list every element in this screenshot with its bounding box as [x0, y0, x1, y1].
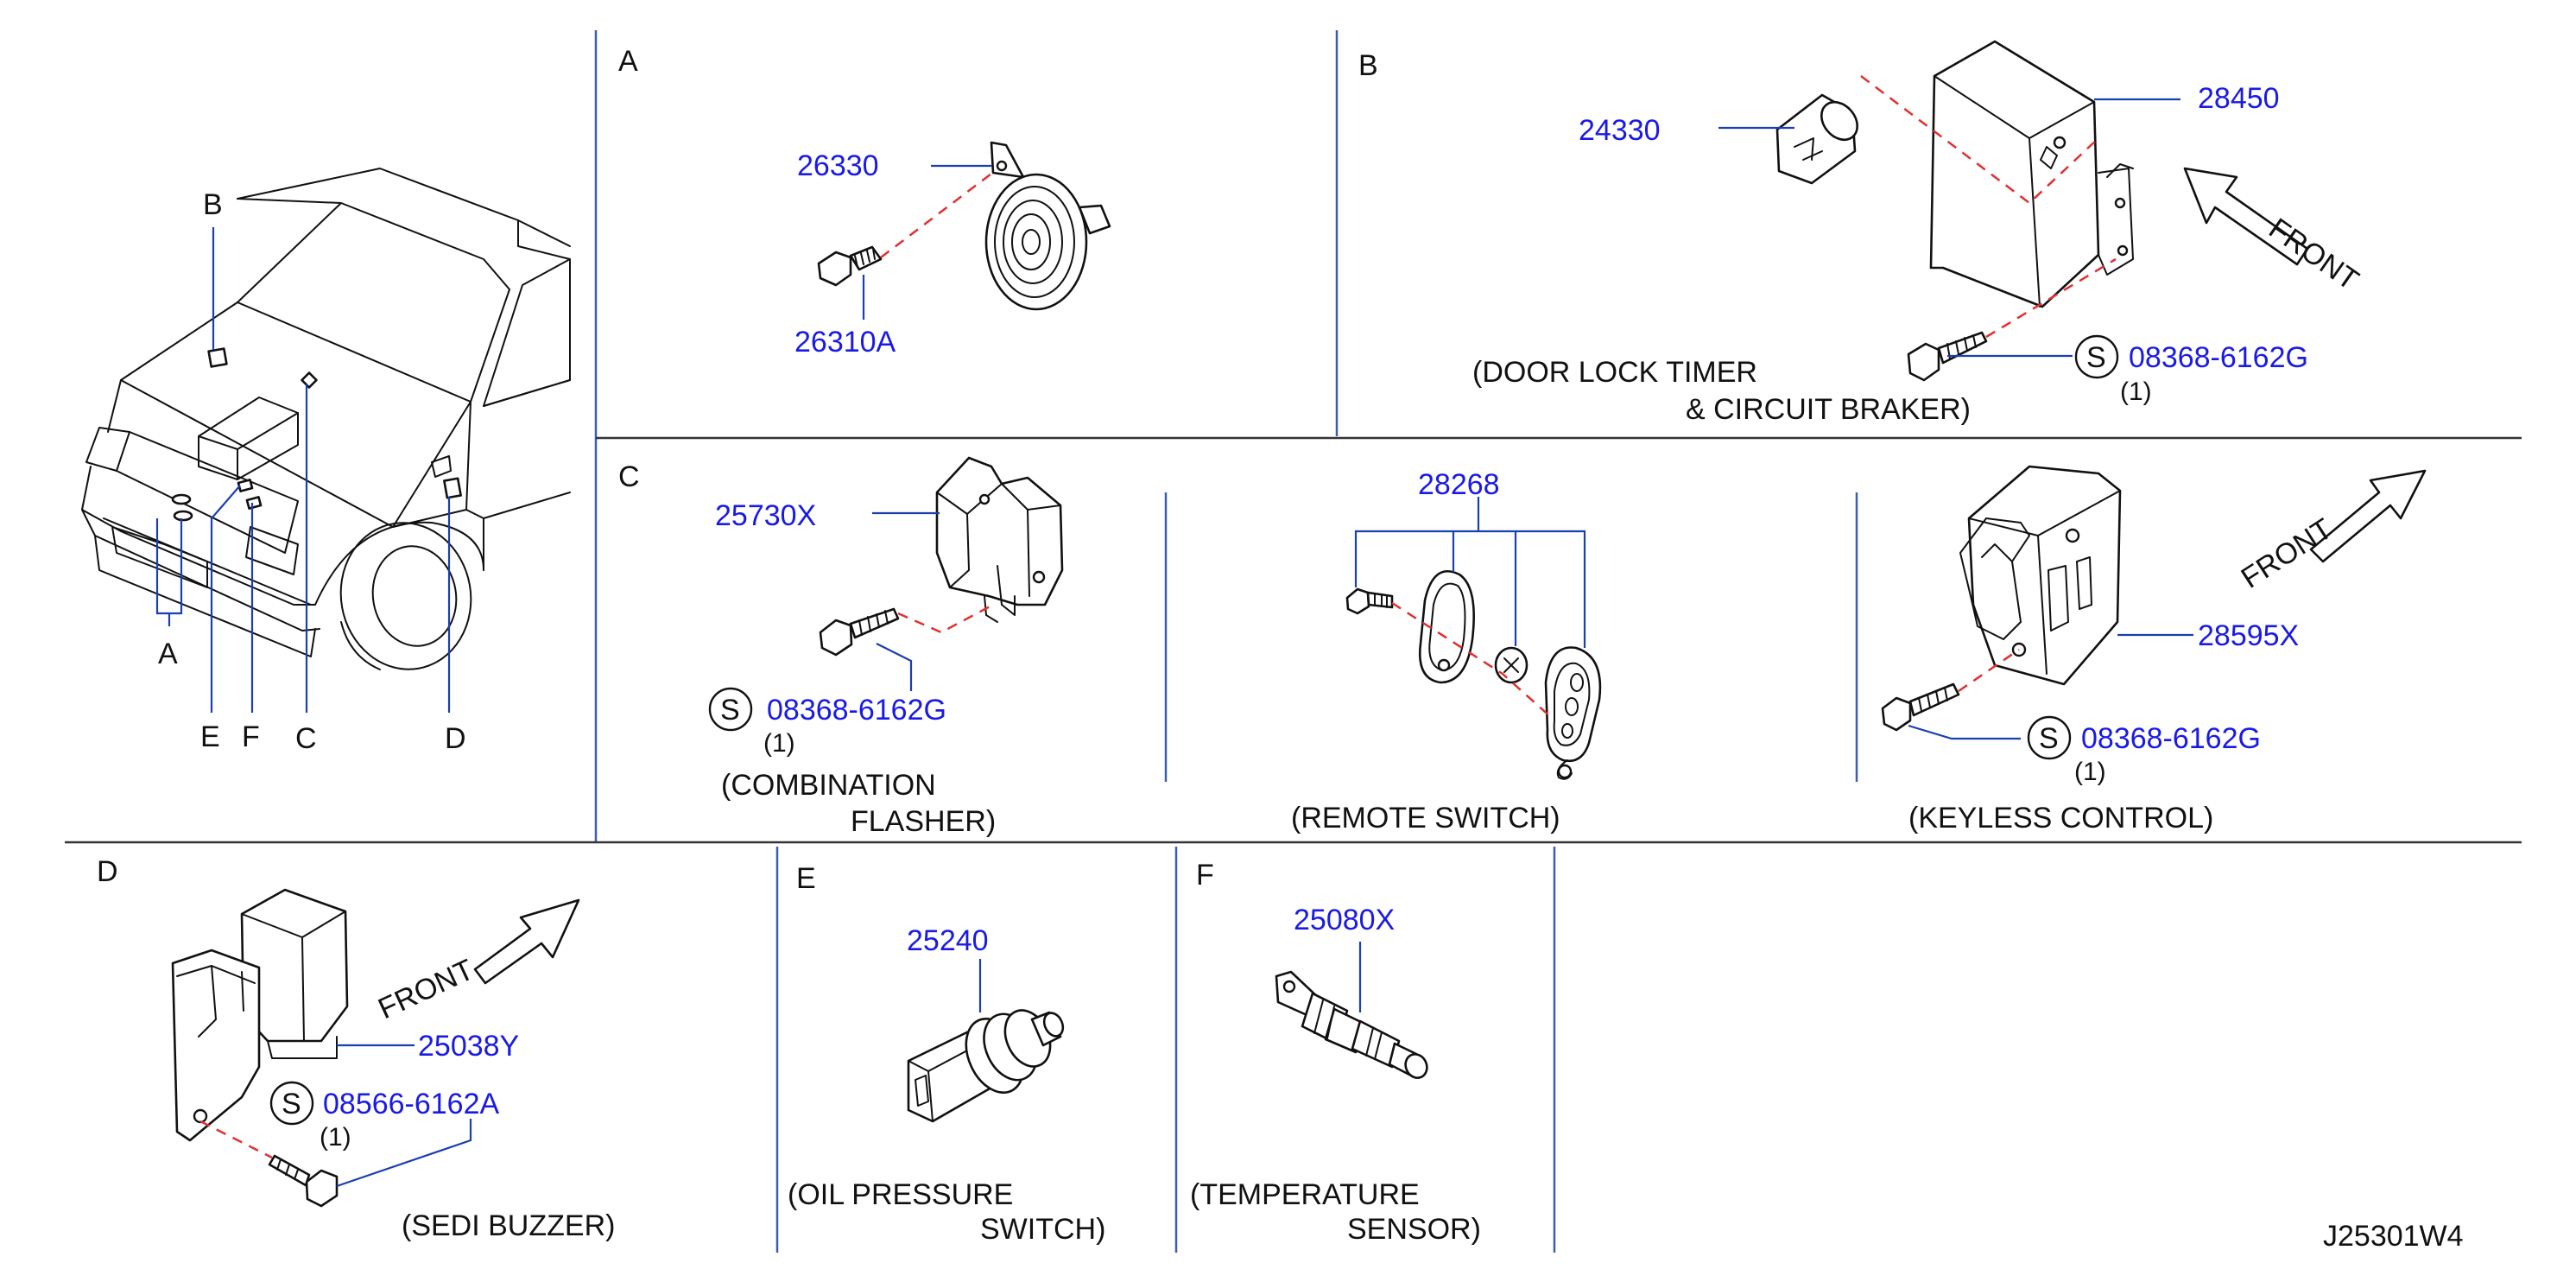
section-d-buzzer: D FRONT S 25038Y 08566-6162A (1) (S	[97, 855, 615, 1242]
section-d-label: D	[97, 855, 118, 888]
keyless-screw-symbol-circle	[2027, 715, 2072, 760]
flasher-caption-line1: (COMBINATION	[721, 769, 936, 802]
oil-switch-drawing	[907, 1009, 1065, 1123]
keyless-drawing	[1959, 465, 2122, 686]
part-25038y: 25038Y	[418, 1030, 519, 1063]
flasher-drawing	[935, 456, 1064, 623]
keyless-screw-drawing	[1881, 682, 1960, 732]
callout-d-label: D	[445, 722, 466, 755]
buzzer-arrow	[473, 898, 580, 985]
section-f-label: F	[1196, 859, 1214, 892]
section-c-label: C	[618, 460, 640, 493]
part-08368-6162g-b: 08368-6162G	[2129, 341, 2308, 374]
door-lock-caption-line1: (DOOR LOCK TIMER	[1472, 356, 1757, 389]
section-e-oil-switch: E 25240 (OIL PRESSURE SWITCH)	[788, 862, 1105, 1246]
temp-sensor-drawing	[1275, 970, 1428, 1079]
buzzer-caption: (SEDI BUZZER)	[402, 1209, 615, 1242]
buzzer-screw-symbol: S	[282, 1088, 301, 1120]
diagram-id: J25301W4	[2323, 1220, 2464, 1253]
remote-28268-leader	[1354, 530, 1586, 648]
part-25080x: 25080X	[1294, 904, 1395, 936]
section-a-label: A	[618, 45, 638, 78]
buzzer-guide-line	[199, 1120, 273, 1159]
oil-caption-line2: SWITCH)	[980, 1213, 1105, 1246]
part-08566-6162a: 08566-6162A	[323, 1088, 500, 1120]
section-e-label: E	[796, 862, 816, 895]
buzzer-screw-qty: (1)	[320, 1123, 351, 1152]
callout-b-label: B	[203, 188, 223, 221]
vehicle-callout-leaders	[155, 227, 451, 713]
horn-drawing	[817, 141, 1111, 311]
section-b-door-lock: B FRONT S	[1358, 40, 2364, 426]
vehicle-component-markers	[171, 347, 462, 522]
buzzer-drawing	[171, 888, 349, 1142]
door-lock-arrow	[2183, 167, 2309, 266]
remote-switch-drawing	[1345, 569, 1602, 780]
keyless-screw-leader	[1908, 724, 2021, 740]
oil-caption-line1: (OIL PRESSURE	[788, 1178, 1013, 1211]
buzzer-screw-drawing	[268, 1154, 339, 1208]
callout-e-label: E	[200, 720, 220, 753]
part-28595x: 28595X	[2198, 619, 2299, 652]
door-lock-screw-symbol: S	[2086, 341, 2106, 374]
part-25730x: 25730X	[715, 499, 816, 532]
keyless-screw-symbol: S	[2039, 722, 2059, 755]
flasher-screw-symbol: S	[720, 694, 740, 727]
flasher-screw-qty: (1)	[763, 729, 795, 758]
section-c-flasher: C S 25730X 08368-6162G (1) (COMBINATION …	[618, 456, 1064, 838]
vehicle-overview: B A E F C D	[81, 168, 571, 755]
section-f-temp-sensor: F 25080X (TEMPERATURE SENSOR)	[1190, 859, 1481, 1246]
flasher-screw-drawing	[819, 607, 900, 657]
door-lock-guide-line-1	[1860, 75, 2099, 205]
section-a-horn: A 26330 26310A	[618, 45, 1111, 359]
part-08368-6162g-c: 08368-6162G	[767, 694, 946, 727]
keyless-control: FRONT S 28595X 08368-6162G (1) (KEYLESS …	[1881, 465, 2427, 835]
part-24330: 24330	[1579, 114, 1661, 147]
horn-guide-line	[880, 170, 996, 258]
remote-switch: 28268 (REMOTE SWITCH)	[1291, 468, 1602, 835]
keyless-caption: (KEYLESS CONTROL)	[1908, 802, 2213, 835]
part-25240: 25240	[907, 924, 989, 957]
vehicle-body-outline	[81, 168, 571, 670]
keyless-screw-qty: (1)	[2074, 758, 2106, 786]
keyless-arrow	[2309, 469, 2427, 563]
part-28268: 28268	[1418, 468, 1500, 501]
flasher-screw-leader	[876, 643, 913, 691]
callout-c-label: C	[295, 722, 317, 755]
keyless-guide-line	[1958, 648, 2020, 693]
part-08368-6162g-k: 08368-6162G	[2081, 722, 2261, 755]
temp-caption-line1: (TEMPERATURE	[1190, 1178, 1420, 1211]
door-lock-front-label: FRONT	[2263, 212, 2364, 296]
buzzer-screw-symbol-circle	[269, 1081, 314, 1126]
grid-dividers	[65, 30, 2522, 1253]
callout-f-label: F	[242, 720, 260, 753]
door-lock-timer-drawing	[1929, 40, 2134, 308]
door-lock-bulb-drawing	[1775, 93, 1858, 185]
flasher-screw-symbol-circle	[708, 687, 753, 732]
remote-guide-line	[1391, 601, 1554, 720]
flasher-caption-line2: FLASHER)	[851, 805, 996, 838]
buzzer-front-label: FRONT	[373, 953, 478, 1025]
part-26330: 26330	[797, 149, 879, 182]
flasher-guide-line	[897, 603, 994, 634]
door-lock-screw-qty: (1)	[2120, 378, 2152, 406]
door-lock-caption-line2: & CIRCUIT BRAKER)	[1686, 393, 1971, 426]
door-lock-screw-symbol-circle	[2074, 334, 2119, 379]
buzzer-screw-leader	[336, 1119, 472, 1188]
part-26310a: 26310A	[794, 326, 896, 359]
remote-caption: (REMOTE SWITCH)	[1291, 802, 1560, 835]
door-lock-guide-line-2	[1985, 257, 2117, 339]
part-28450: 28450	[2198, 82, 2280, 115]
section-b-label: B	[1358, 49, 1378, 82]
temp-caption-line2: SENSOR)	[1347, 1213, 1481, 1246]
callout-a-label: A	[158, 638, 178, 670]
